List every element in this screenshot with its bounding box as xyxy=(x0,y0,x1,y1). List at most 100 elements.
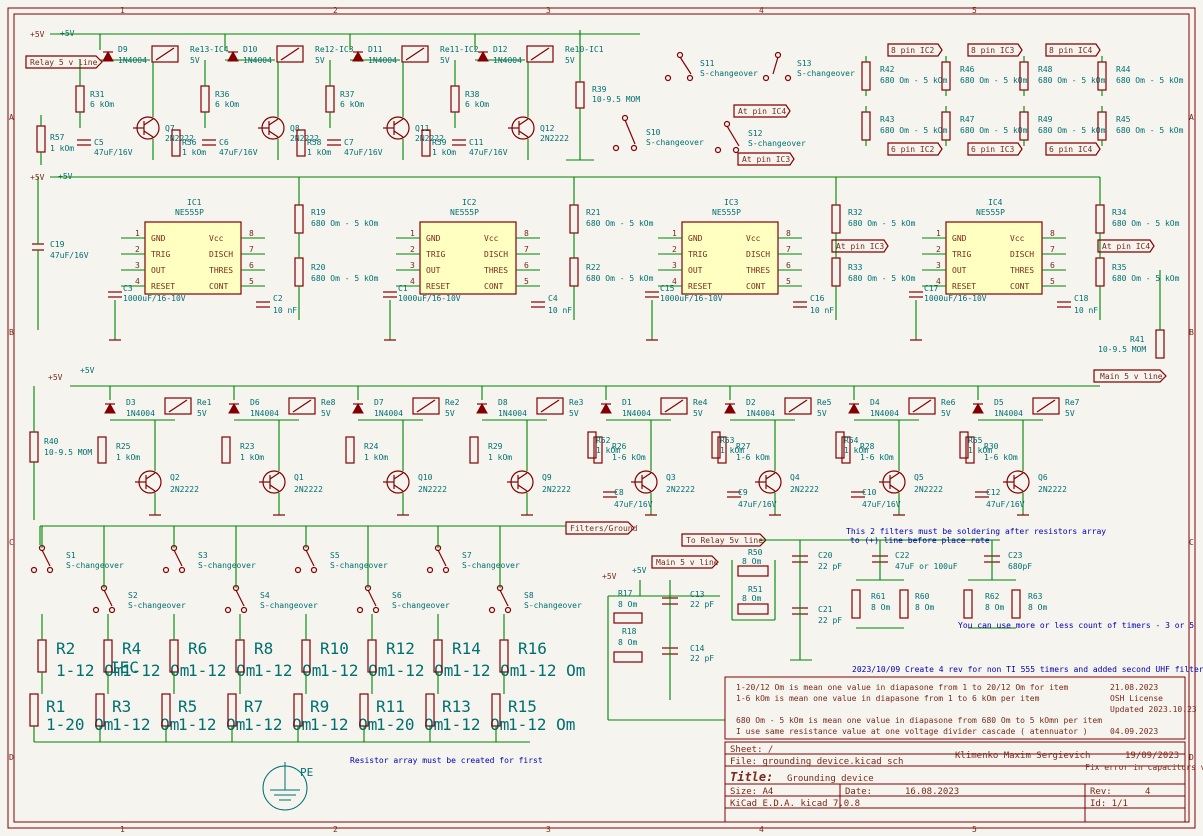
timer-rb-val: 680 Om - 5 kOm xyxy=(586,274,654,283)
pin-labels: 8 pin IC2 8 pin IC3 8 pin IC4 6 pin IC2 … xyxy=(887,43,1101,156)
diode-ref: D6 xyxy=(250,398,260,407)
transistor-ref: Q2 xyxy=(170,473,180,482)
r40: R40 10-9.5 MOM xyxy=(29,386,92,520)
array-bot-val: 1-12 Om xyxy=(310,715,377,734)
r17-val: 8 Om xyxy=(618,600,637,609)
resistor-icon xyxy=(959,431,969,459)
c19-val: 47uF/16V xyxy=(50,251,89,260)
title-block: Sheet: / Klimenko Maxim Sergievich 19/09… xyxy=(724,741,1203,823)
array-top-ref: R8 xyxy=(254,639,273,658)
switch-ref: S6 xyxy=(392,591,402,600)
capacitor-ref: C11 xyxy=(469,138,484,147)
capacitor-val: 47uF/16V xyxy=(614,500,653,509)
relay-ref: Re7 xyxy=(1065,398,1080,407)
ic-pin-num-left: 2 xyxy=(672,245,677,254)
sheet-inner-border xyxy=(13,13,1190,823)
filter-vcc: +5V xyxy=(602,572,617,581)
array-bot-val: 1-12 Om xyxy=(112,715,179,734)
filters: To Relay 5v line Main 5 v line +5V +5V R… xyxy=(602,533,1047,721)
array-top-ref: R4 xyxy=(122,639,141,658)
transistor-val: 2N2222 xyxy=(294,485,323,494)
resistor-icon xyxy=(593,436,603,464)
resistor-icon xyxy=(221,436,231,464)
ic-pin-num-left: 1 xyxy=(135,229,140,238)
timer-rb-ref: R20 xyxy=(311,263,326,272)
r62-val: 8 Om xyxy=(985,603,1004,612)
relay-val: 5V xyxy=(565,56,575,65)
resistor-icon xyxy=(450,85,460,113)
net-label-at-ic3-b: At pin IC3 xyxy=(831,239,889,253)
main-5v-2-text: Main 5 v line xyxy=(656,558,719,567)
resistor-val: 6 kOm xyxy=(90,100,114,109)
capacitor-icon xyxy=(975,491,989,498)
resistor-val: 6 kOm xyxy=(465,100,489,109)
diode-icon xyxy=(724,402,736,414)
resistor-val: 1-6 kOm xyxy=(736,453,770,462)
r40-val: 10-9.5 MOM xyxy=(44,448,92,457)
ic-pin-right: Vcc xyxy=(746,234,761,243)
c20-ref: C20 xyxy=(818,551,833,560)
resistor-icon xyxy=(171,129,181,157)
capacitor-icon xyxy=(793,301,807,308)
relay-coil-icon xyxy=(288,397,316,415)
resistor-val: 1-6 kOm xyxy=(984,453,1018,462)
rc-ref: R54 xyxy=(844,436,859,445)
resistor-icon xyxy=(965,436,975,464)
ic-pin-num-left: 3 xyxy=(135,261,140,270)
capacitor-val: 47uF/16V xyxy=(862,500,901,509)
ic-pin-num-left: 3 xyxy=(936,261,941,270)
ic-pin-left: RESET xyxy=(426,282,450,291)
timer-rb-val: 680 Om - 5 kOm xyxy=(1112,274,1180,283)
ic-pin-left: OUT xyxy=(688,266,703,275)
r61-ref: R61 xyxy=(871,592,886,601)
capacitor-icon xyxy=(531,301,545,308)
tb-file: File: grounding_device.kicad_sch xyxy=(730,757,903,767)
net-label-relay-5v: Relay 5 v line xyxy=(25,55,103,69)
resistor-ref: R23 xyxy=(240,442,255,451)
ic-pin-right: Vcc xyxy=(1010,234,1025,243)
attenuator-ref: R42 xyxy=(880,65,895,74)
switch-ref: S1 xyxy=(66,551,76,560)
ic-pin-right: DISCH xyxy=(1010,250,1034,259)
timer-cc-val: 10 nF xyxy=(273,306,297,315)
ic-pin-num-right: 5 xyxy=(786,277,791,286)
diode-val: 1N4004 xyxy=(368,56,397,65)
pe-label: PE xyxy=(300,766,313,779)
array-bot-ref: R7 xyxy=(244,697,263,716)
resistor-icon xyxy=(717,436,727,464)
diode-ref: D11 xyxy=(368,45,383,54)
timer-ra-val: 680 Om - 5 kOm xyxy=(586,219,654,228)
attenuator-ref: R45 xyxy=(1116,115,1131,124)
switch-val: S-changeover xyxy=(392,601,450,610)
array-top-ref: R2 xyxy=(56,639,75,658)
attenuator-ref: R46 xyxy=(960,65,975,74)
diode-icon xyxy=(104,402,116,414)
diode-val: 1N4004 xyxy=(118,56,147,65)
capacitor-ref: C10 xyxy=(862,488,877,497)
ic-pin-num-right: 6 xyxy=(1050,261,1055,270)
ic-pin-num-left: 1 xyxy=(410,229,415,238)
resistor-ref: R24 xyxy=(364,442,379,451)
resistor-icon xyxy=(835,431,845,459)
resistor-icon xyxy=(29,693,39,727)
resistor-icon xyxy=(861,111,871,141)
diode-val: 1N4004 xyxy=(994,409,1023,418)
tb-rev-label: Rev: xyxy=(1090,787,1112,797)
r63-ref: R63 xyxy=(1028,592,1043,601)
resistor-val: 1-6 kOm xyxy=(860,453,894,462)
npn-transistor-icon xyxy=(508,116,535,140)
capacitor-icon xyxy=(256,301,270,308)
resistor-icon xyxy=(569,204,579,234)
array-resistor-bottom: R11-20 Om xyxy=(29,693,113,742)
row-label-left: B xyxy=(9,328,14,337)
main-5v-text: Main 5 v line xyxy=(1100,372,1163,381)
rc-val: 1 kOm xyxy=(720,446,744,455)
resistor-val: 6 kOm xyxy=(340,100,364,109)
tb-rev: 4 xyxy=(1145,787,1150,797)
array-top-ref: R16 xyxy=(518,639,547,658)
